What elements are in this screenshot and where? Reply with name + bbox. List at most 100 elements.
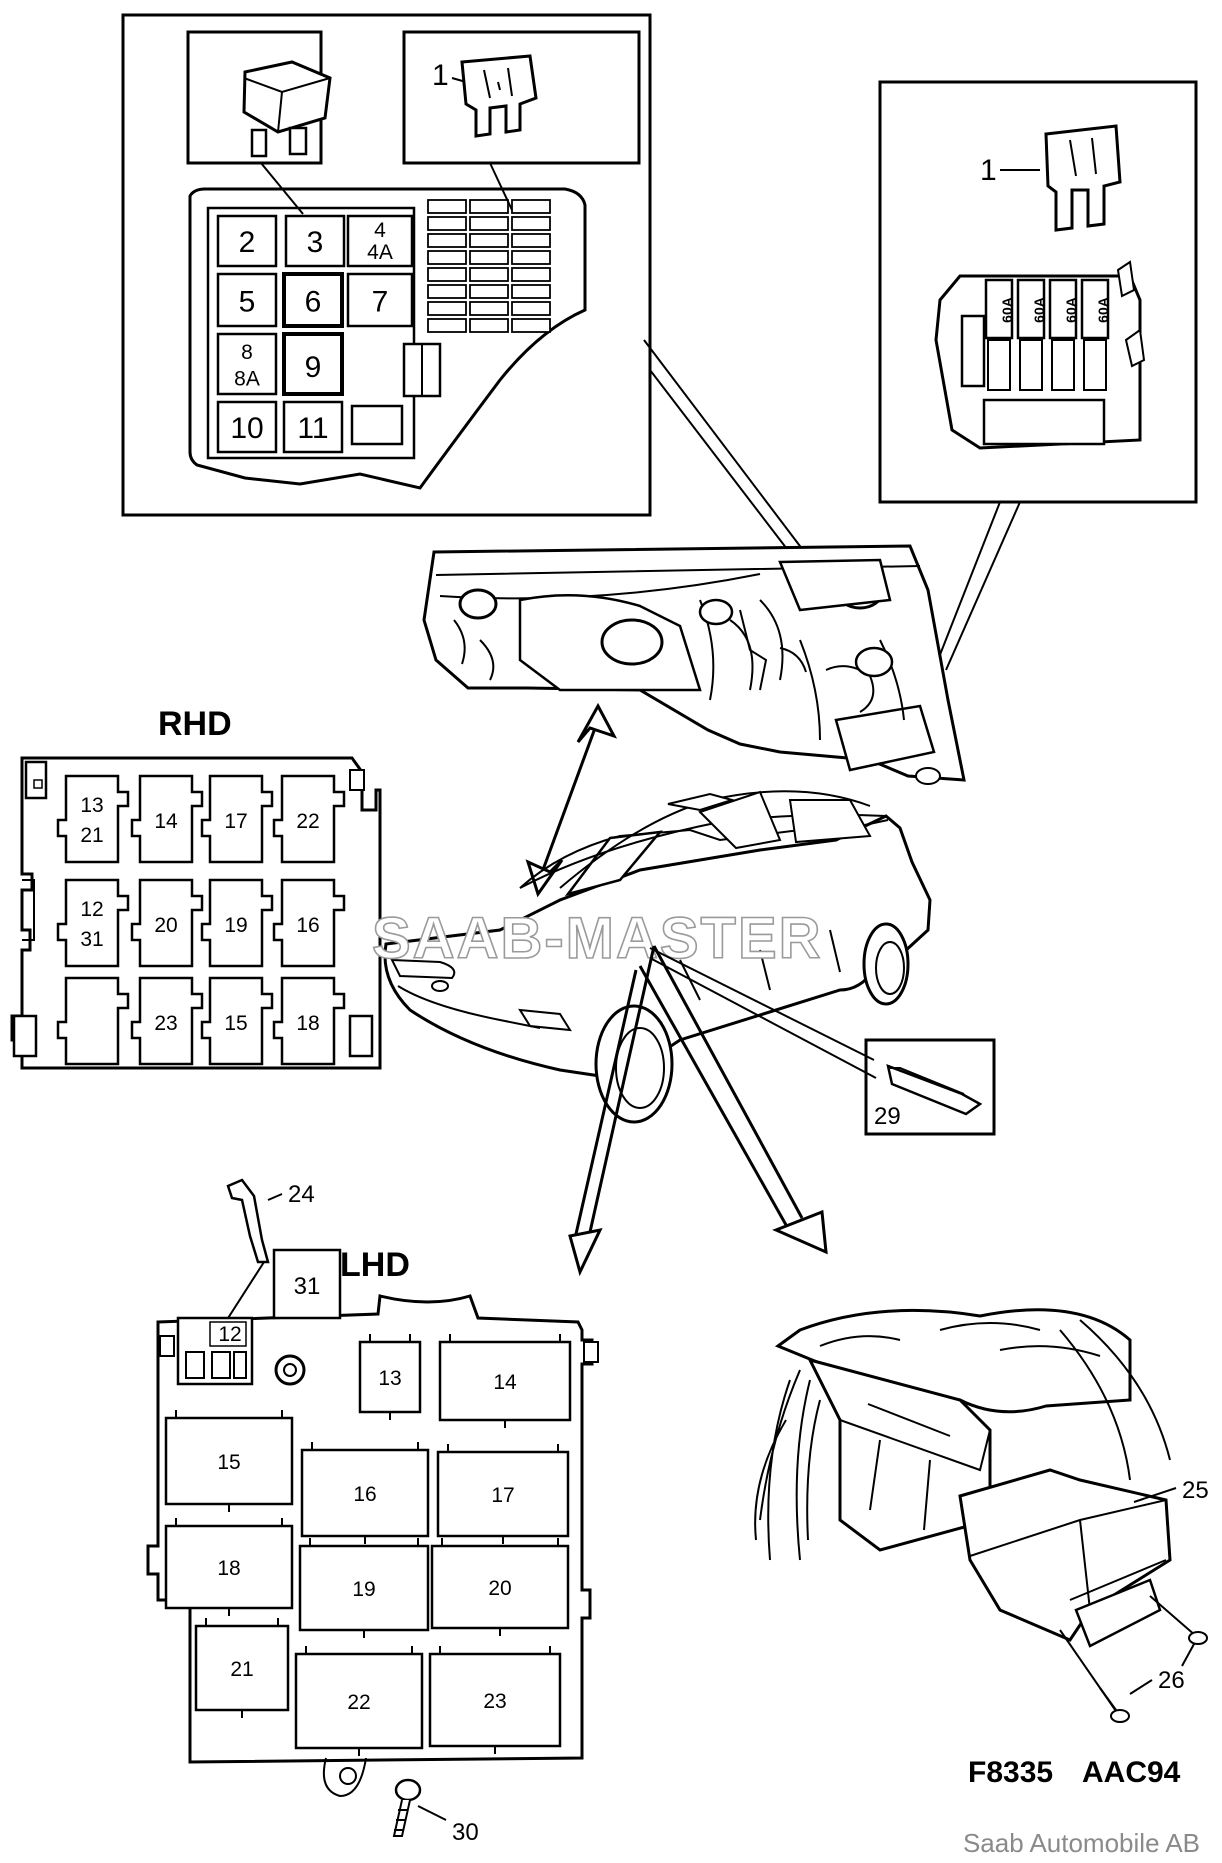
slot-label: 18 [296, 1012, 319, 1035]
ecu-assembly: 25 26 [754, 1308, 1209, 1723]
slot-label: 16 [353, 1483, 376, 1506]
maxi-fuse: 60A [984, 278, 1015, 391]
fuse-label-top: 1 [432, 59, 449, 92]
strut-top-left [458, 588, 498, 620]
rhd-relay-slot: 23 [130, 976, 204, 1066]
watermark: SAAB-MASTER [372, 906, 823, 971]
rhd-label: RHD [158, 705, 232, 743]
cell-label: 5 [239, 285, 256, 318]
engine-cell: 9 [282, 332, 344, 396]
inset-leader-b [649, 369, 801, 567]
double-arrow-ecu [638, 945, 828, 1255]
maxi-fuse: 60A [1048, 278, 1079, 391]
slot-label: 23 [154, 1012, 177, 1035]
mini-fuse-slot [511, 284, 551, 299]
lhd-relay-slot: 23 [428, 1646, 562, 1754]
double-arrow-lhd [568, 945, 656, 1277]
cell-label: 8 [241, 341, 253, 364]
cell-label: 6 [305, 285, 322, 318]
maxi-fuse-rating: 60A [999, 297, 1015, 323]
bolt-boss [274, 1354, 306, 1386]
rhd-relay-slot: 19 [200, 878, 274, 968]
fuse-label-right: 1 [980, 154, 997, 187]
maxi-fuse-rating: 60A [1095, 297, 1111, 323]
relay-leader [260, 162, 304, 215]
mounting-tab [322, 1757, 367, 1798]
mini-fuse-slot [469, 267, 509, 282]
mini-fuse-slot [427, 318, 467, 333]
slot-label: 23 [483, 1690, 506, 1713]
lhd-relay-slot: 16 [300, 1442, 430, 1544]
slot-label: 20 [488, 1577, 511, 1600]
cell-label: 2 [239, 226, 256, 259]
cell-label: 10 [230, 412, 263, 445]
screw-icon-26a [1099, 1687, 1130, 1723]
item-12-label: 12 [218, 1323, 241, 1346]
lhd-relay-slot: 17 [436, 1444, 570, 1544]
blade-fuse-icon [460, 54, 538, 138]
engine-cell: 88A [216, 332, 278, 396]
engine-bay-illustration [422, 544, 966, 785]
lhd-relay-slot: 20 [430, 1538, 570, 1636]
maxi-leader-a [933, 501, 1001, 671]
lhd-relay-slot: 15 [164, 1410, 294, 1512]
item-25-label: 25 [1182, 1477, 1209, 1504]
mini-fuse-slot [427, 216, 467, 231]
lhd-label: LHD [340, 1246, 410, 1284]
mini-fuse-slot [469, 216, 509, 231]
mini-fuse-array [427, 199, 551, 333]
cell-sublabel: 8A [234, 368, 260, 391]
mini-fuse-slot [427, 284, 467, 299]
rhd-relay-slot: 14 [130, 774, 204, 864]
relay-grid-frame [206, 206, 416, 460]
item-24-label: 24 [288, 1181, 315, 1208]
slot-label: 21 [230, 1658, 253, 1681]
cell-label: 7 [372, 285, 389, 318]
rhd-relay-slot: 18 [272, 976, 346, 1066]
engine-cell: 11 [282, 400, 344, 454]
mini-fuse-slot [511, 318, 551, 333]
rhd-relay-slot [56, 976, 130, 1066]
mini-fuse-slot [511, 216, 551, 231]
slot-label: 15 [224, 1012, 247, 1035]
empty-slot [350, 404, 404, 446]
slot-label: 22 [347, 1691, 370, 1714]
slot-label: 18 [217, 1557, 240, 1580]
mini-fuse-slot [511, 250, 551, 265]
mini-fuse-slot [469, 284, 509, 299]
fuse-leader [489, 162, 513, 211]
item-30-label: 30 [452, 1819, 479, 1846]
battery [834, 704, 936, 772]
mini-fuse-slot [427, 199, 467, 214]
slot-label: 19 [352, 1578, 375, 1601]
slot-label: 12 [80, 898, 103, 921]
lhd-relay-slot: 18 [164, 1518, 294, 1616]
maxi-fuse-rating: 60A [1031, 297, 1047, 323]
lhd-relay-slot: 14 [438, 1334, 572, 1428]
slot-label: 15 [217, 1451, 240, 1474]
engine-cell: 7 [346, 272, 414, 328]
slot-label: 22 [296, 810, 319, 833]
mini-fuse-slot [469, 301, 509, 316]
screw-leader-b [1149, 1595, 1197, 1637]
mini-fuse-slot [511, 301, 551, 316]
ecu-bracket [807, 1357, 992, 1552]
lhd-relay-slot: 21 [194, 1618, 290, 1718]
rhd-relay-slot: 17 [200, 774, 274, 864]
maxi-fuse: 60A [1016, 278, 1047, 391]
cell-label: 3 [307, 226, 324, 259]
slot-label: 19 [224, 914, 247, 937]
mini-fuse-slot [427, 250, 467, 265]
engine-cell: 10 [216, 400, 278, 454]
rhd-relay-slot: 22 [272, 774, 346, 864]
maxi-inset-frame [878, 80, 1198, 504]
item-29-label: 29 [874, 1103, 901, 1130]
blade-fuse-icon-right [1044, 124, 1122, 232]
rhd-relay-slot: 20 [130, 878, 204, 968]
slot-label: 20 [154, 914, 177, 937]
cell-label: 9 [305, 351, 322, 384]
